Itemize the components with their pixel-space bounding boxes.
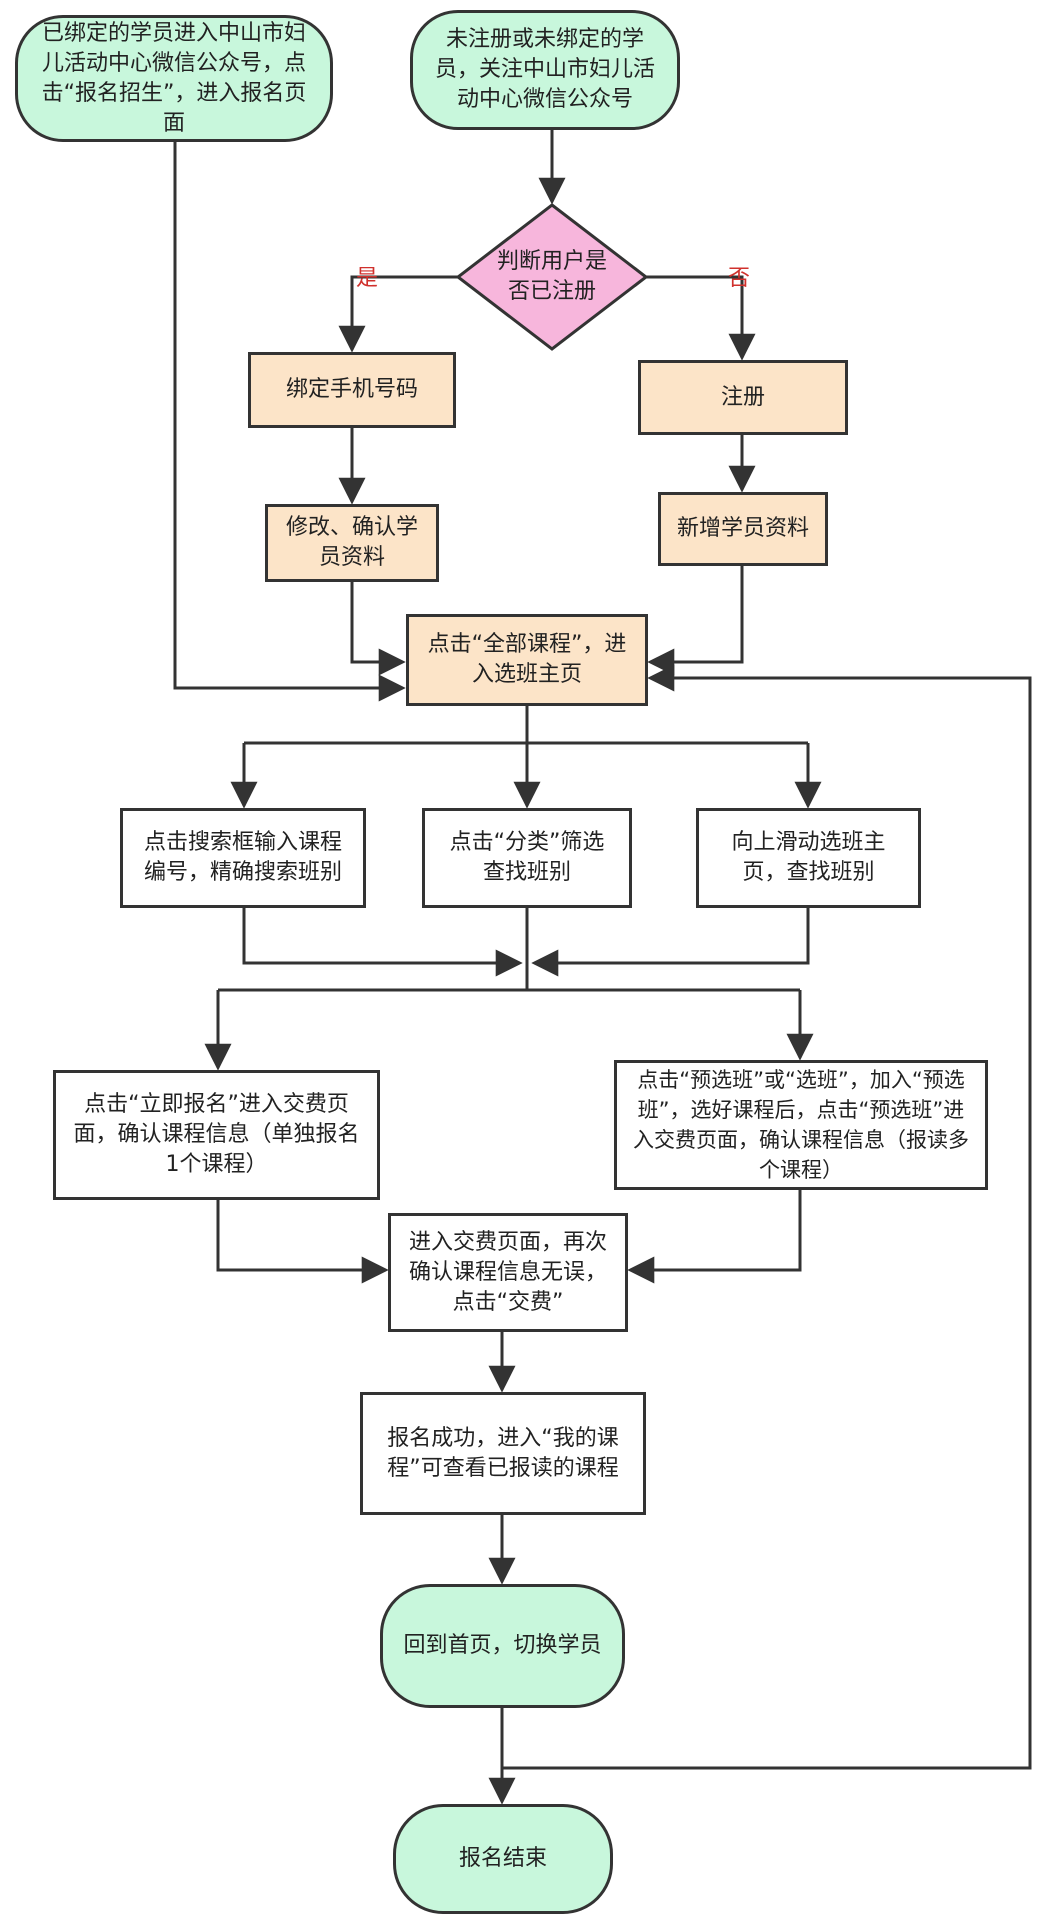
bind-phone-node: 绑定手机号码 [248,352,456,428]
category-text: 点击“分类”筛选查找班别 [449,830,605,885]
enroll-now-node: 点击“立即报名”进入交费页面，确认课程信息（单独报名1个课程） [53,1070,380,1200]
success-text: 报名成功，进入“我的课程”可查看已报读的课程 [387,1425,619,1481]
scroll-node: 向上滑动选班主页，查找班别 [696,808,921,908]
add-info-text: 新增学员资料 [676,516,809,541]
start-bound-text: 已绑定的学员进入中山市妇儿活动中心微信公众号，点击“报名招生”，进入报名页面 [41,20,307,136]
start-new-text: 未注册或未绑定的学员，关注中山市妇儿活动中心微信公众号 [434,27,655,112]
decision-diamond [455,203,649,351]
edge-add-to-courses [647,566,744,676]
home-node: 回到首页，切换学员 [380,1584,625,1708]
label-yes: 是 [356,266,379,291]
edge-edit-to-courses [350,582,406,676]
start-new-node: 未注册或未绑定的学员，关注中山市妇儿活动中心微信公众号 [410,10,680,130]
edge-home-loop [502,664,1032,1770]
payment-node: 进入交费页面，再次确认课程信息无误，点击“交费” [388,1213,628,1332]
edge-courses-branch [244,706,808,745]
edge-options-merge [242,908,523,977]
edit-info-text: 修改、确认学员资料 [285,515,418,570]
all-courses-text: 点击“全部课程”，进入选班主页 [427,632,627,687]
end-text: 报名结束 [458,1846,547,1871]
end-node: 报名结束 [393,1804,613,1914]
preselect-node: 点击“预选班”或“选班”，加入“预选班”，选好课程后，点击“预选班”进入交费页面… [614,1060,988,1190]
edge-preselect-to-payment [627,1190,802,1284]
enroll-now-text: 点击“立即报名”进入交费页面，确认课程信息（单独报名1个课程） [73,1092,360,1177]
decision-text: 判断用户是否已注册 [496,249,607,304]
search-box-text: 点击搜索框输入课程编号，精确搜索班别 [143,830,342,885]
search-box-node: 点击搜索框输入课程编号，精确搜索班别 [120,808,366,908]
category-node: 点击“分类”筛选查找班别 [422,808,632,908]
edge-bound-to-courses [173,142,406,702]
bind-phone-text: 绑定手机号码 [285,377,418,402]
success-node: 报名成功，进入“我的课程”可查看已报读的课程 [360,1392,646,1515]
start-bound-node: 已绑定的学员进入中山市妇儿活动中心微信公众号，点击“报名招生”，进入报名页面 [15,15,333,142]
label-no: 否 [728,266,751,291]
edit-info-node: 修改、确认学员资料 [265,504,439,582]
edge-decision-yes [338,275,458,353]
add-info-node: 新增学员资料 [658,492,828,566]
edge-enroll-to-payment [216,1200,389,1284]
all-courses-node: 点击“全部课程”，进入选班主页 [406,614,648,706]
register-node: 注册 [638,360,848,435]
home-text: 回到首页，切换学员 [403,1633,602,1658]
register-text: 注册 [720,384,765,410]
decision-text-wrap: 判断用户是否已注册 [488,242,616,312]
payment-text: 进入交费页面，再次确认课程信息无误，点击“交费” [408,1229,607,1315]
edge-decision-no [646,275,756,361]
preselect-text: 点击“预选班”或“选班”，加入“预选班”，选好课程后，点击“预选班”进入交费页面… [633,1068,969,1182]
scroll-text: 向上滑动选班主页，查找班别 [731,830,886,885]
